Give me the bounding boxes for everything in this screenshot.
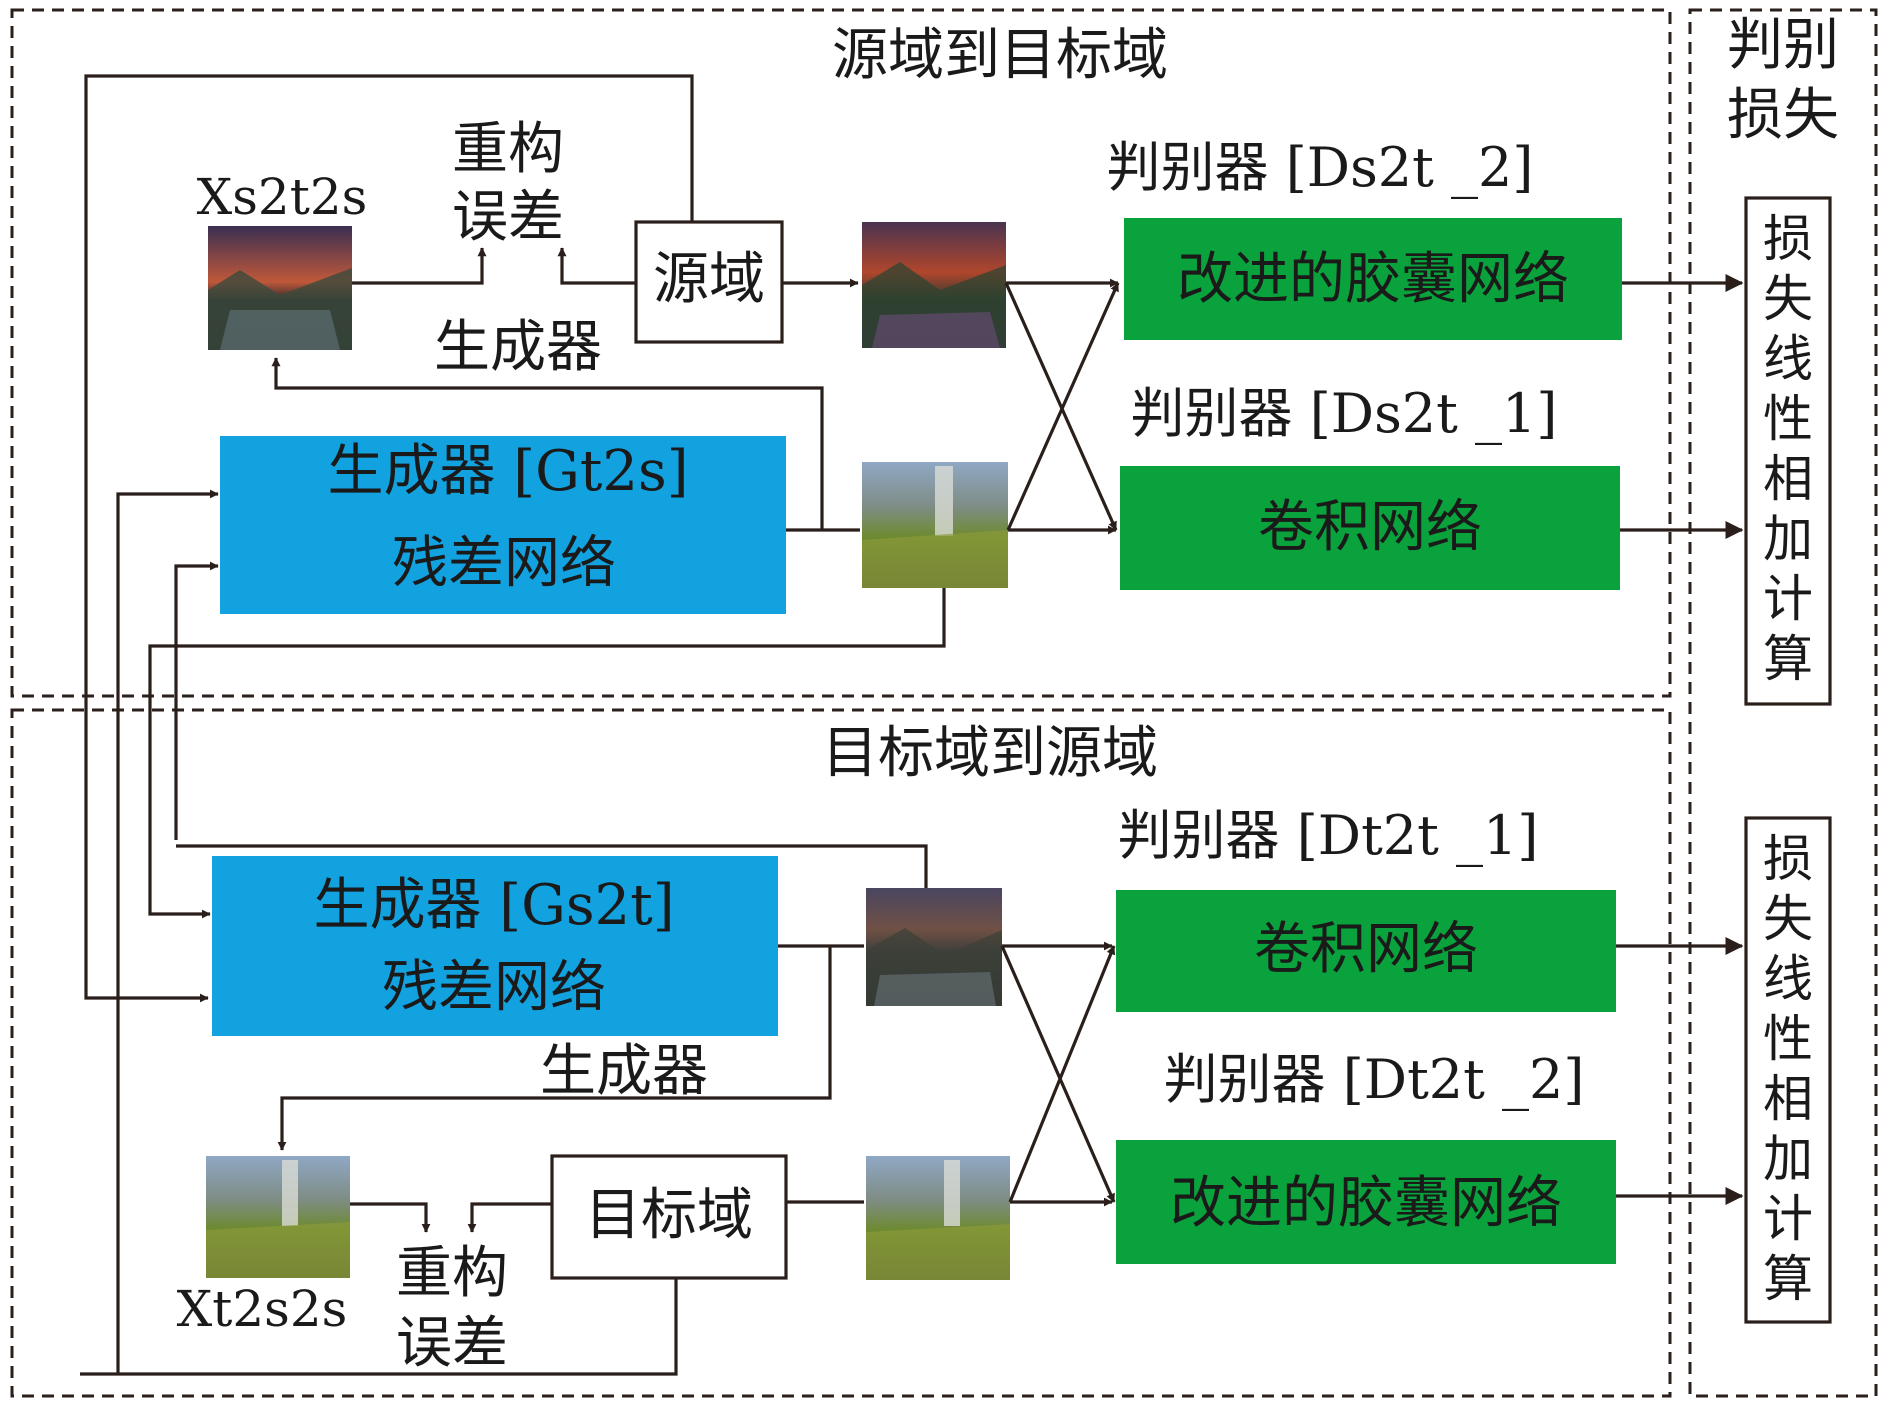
top-recon-error-line1: 重构	[452, 117, 564, 182]
disc-dt2t-1-net: 卷积网络	[1254, 917, 1478, 982]
source-domain-box	[634, 220, 784, 344]
svg-text:相: 相	[1763, 450, 1813, 508]
loss-box-top	[1744, 196, 1832, 706]
bottom-recon-error-line2: 误差	[396, 1311, 508, 1376]
svg-text:失: 失	[1763, 890, 1813, 948]
source-domain-label: 源域	[653, 247, 765, 312]
loss-box-bottom	[1744, 816, 1832, 1324]
loss-title-line1: 判别	[1727, 13, 1839, 78]
loss-section-frame	[1688, 8, 1878, 1398]
target-domain-label: 目标域	[585, 1183, 753, 1248]
top-connectors	[84, 74, 1744, 1374]
top-recon-error-line2: 误差	[452, 185, 564, 250]
generator-gs2t-name: 生成器 [Gs2t]	[313, 873, 674, 938]
disc-ds2t-1-box	[1120, 466, 1620, 590]
disc-ds2t-2-label: 判别器 [Ds2t _2]	[1107, 136, 1534, 199]
bottom-recon-image-label: Xt2s2s	[177, 1280, 348, 1338]
generator-gt2s-name: 生成器 [Gt2s]	[327, 439, 688, 504]
svg-text:算: 算	[1763, 1250, 1813, 1308]
svg-text:计: 计	[1763, 1190, 1813, 1248]
disc-ds2t-2-net: 改进的胶囊网络	[1177, 247, 1569, 312]
bottom-target-image	[866, 1156, 1010, 1280]
top-section-title: 源域到目标域	[832, 23, 1168, 88]
svg-text:算: 算	[1763, 630, 1813, 688]
svg-text:性: 性	[1763, 1010, 1813, 1068]
bottom-generator-tag: 生成器	[540, 1039, 708, 1104]
generator-gt2s-net: 残差网络	[392, 531, 616, 596]
disc-ds2t-2-box	[1124, 218, 1622, 340]
svg-text:性: 性	[1763, 390, 1813, 448]
bottom-section-title: 目标域到源域	[822, 721, 1158, 786]
disc-dt2t-2-net: 改进的胶囊网络	[1170, 1171, 1562, 1236]
disc-dt2t-1-box	[1116, 890, 1616, 1012]
svg-text:损: 损	[1763, 210, 1813, 268]
disc-ds2t-1-net: 卷积网络	[1258, 495, 1482, 560]
svg-text:加: 加	[1763, 1130, 1813, 1188]
top-reconstructed-image	[208, 226, 352, 350]
top-target-image	[862, 462, 1008, 588]
top-section-frame	[10, 8, 1672, 698]
svg-text:相: 相	[1763, 1070, 1813, 1128]
bottom-connectors	[80, 844, 1744, 1376]
svg-text:加: 加	[1763, 510, 1813, 568]
disc-ds2t-1-label: 判别器 [Ds2t _1]	[1131, 382, 1558, 445]
top-generated-target-image	[862, 222, 1006, 348]
target-domain-box	[550, 1154, 788, 1280]
disc-dt2t-2-label: 判别器 [Dt2t _2]	[1164, 1048, 1585, 1111]
bottom-section-frame	[10, 708, 1672, 1398]
loss-box-bottom-text: 损 失 线 性 相 加 计 算	[1763, 830, 1813, 1308]
svg-text:线: 线	[1763, 330, 1813, 388]
loss-box-top-text: 损 失 线 性 相 加 计 算	[1763, 210, 1813, 688]
bottom-source-image	[866, 888, 1002, 1006]
svg-text:损: 损	[1763, 830, 1813, 888]
loss-title-line2: 损失	[1727, 83, 1839, 148]
disc-dt2t-1-label: 判别器 [Dt2t _1]	[1118, 804, 1539, 867]
top-generator-tag: 生成器	[434, 315, 602, 380]
top-recon-image-label: Xs2t2s	[197, 168, 368, 226]
svg-text:计: 计	[1763, 570, 1813, 628]
bottom-reconstructed-image	[206, 1156, 350, 1278]
generator-gt2s-box	[220, 436, 786, 614]
generator-gs2t-net: 残差网络	[382, 955, 606, 1020]
svg-text:线: 线	[1763, 950, 1813, 1008]
generator-gs2t-box	[212, 856, 778, 1036]
disc-dt2t-2-box	[1116, 1140, 1616, 1264]
svg-text:失: 失	[1763, 270, 1813, 328]
bottom-recon-error-line1: 重构	[396, 1241, 508, 1306]
